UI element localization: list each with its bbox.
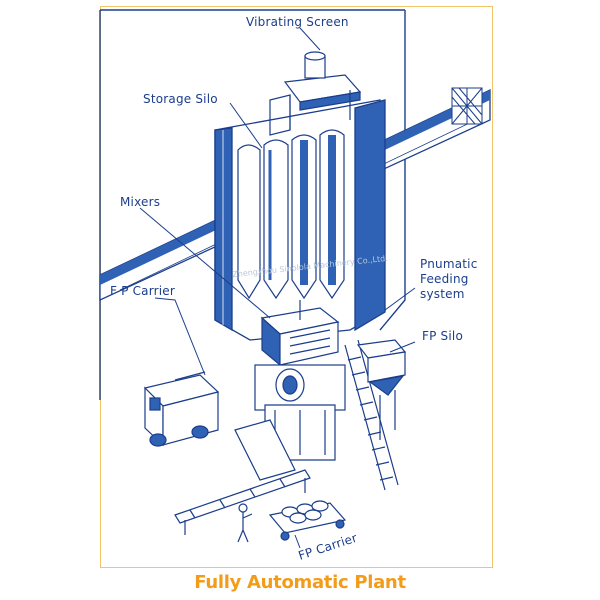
vibrating-screen xyxy=(269,51,362,136)
worker-figure xyxy=(237,503,253,543)
fp-carrier-truck xyxy=(143,371,220,447)
storage-silos xyxy=(237,129,345,300)
building-outline xyxy=(99,9,406,400)
staircase xyxy=(344,339,399,491)
label-mixers: Mixers xyxy=(120,195,160,209)
lower-platform xyxy=(254,364,346,461)
label-pneumatic-line3: system xyxy=(420,287,465,301)
leader-lines xyxy=(139,27,416,549)
label-pneumatic-line2: Feeding xyxy=(420,272,469,286)
label-storage-silo: Storage Silo xyxy=(143,92,218,106)
label-fp-carrier-left: F P Carrier xyxy=(110,284,175,298)
wall-grille xyxy=(451,87,483,125)
label-pneumatic-line1: Pnumatic xyxy=(420,257,478,271)
label-vibrating-screen: Vibrating Screen xyxy=(246,15,349,29)
label-fp-silo: FP Silo xyxy=(422,329,463,343)
fp-silo xyxy=(356,339,407,440)
label-fp-carrier-bottom: FP Carrier xyxy=(297,531,359,563)
caption-title: Fully Automatic Plant xyxy=(194,572,406,593)
fp-carrier-cart xyxy=(268,500,347,541)
conveyor xyxy=(174,419,311,535)
